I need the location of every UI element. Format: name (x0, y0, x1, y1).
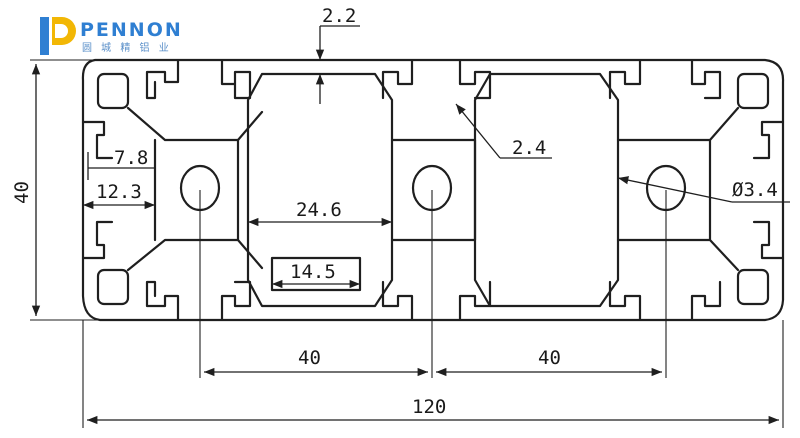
logo-subtitle-text: 圆 城 精 铝 业 (82, 41, 172, 54)
extension-lines (30, 59, 784, 428)
center-holes (179, 164, 687, 212)
profile-outline (81, 58, 785, 322)
dim-slot-width: 12.3 (96, 181, 142, 203)
dimension-labels: 2.2 2.4 7.8 12.3 Ø3.4 24.6 14.5 40 40 40… (11, 5, 778, 418)
dim-pitch-left: 40 (298, 347, 321, 369)
dim-pitch-right: 40 (538, 347, 561, 369)
dim-wall-thickness: 2.2 (322, 5, 356, 27)
dim-cavity-width: 24.6 (296, 199, 342, 221)
logo-mark-icon (40, 17, 49, 55)
dim-hole-diameter: Ø3.4 (732, 179, 778, 201)
logo-brand-text: PENNON (80, 19, 183, 41)
dim-height: 40 (11, 181, 33, 204)
dimension-lines (31, 25, 790, 425)
dim-slot-depth: 2.4 (512, 137, 546, 159)
dim-cavity-inner-width: 14.5 (290, 261, 336, 283)
brand-logo: PENNON 圆 城 精 铝 业 (40, 17, 183, 55)
dim-total-width: 120 (412, 396, 446, 418)
dim-slot-opening: 7.8 (114, 147, 148, 169)
